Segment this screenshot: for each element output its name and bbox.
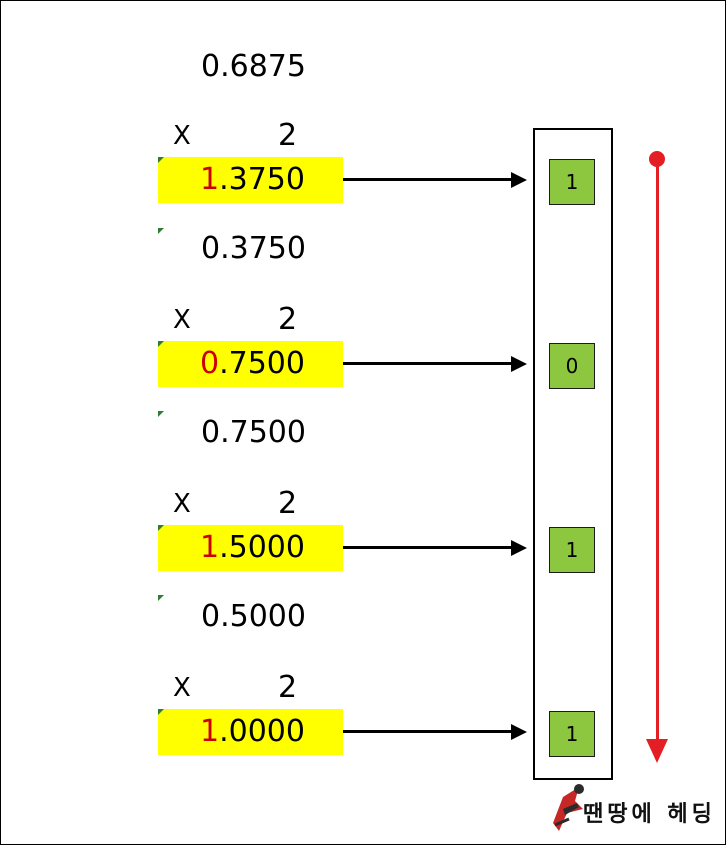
product-value-4: 1.0000 [200,709,305,755]
bit-cell-1: 1 [549,159,595,205]
fraction-part-3: .5000 [219,530,305,565]
product-value-2: 0.7500 [200,341,305,387]
multiply-sign-1: X [173,121,191,151]
cell-corner-marker [158,709,164,715]
product-box-1: 1.3750 [158,157,343,203]
bit-cell-3: 1 [549,527,595,573]
cell-corner-marker [158,228,164,234]
arrow-right-icon [343,546,513,549]
product-box-3: 1.5000 [158,525,343,571]
integer-digit-3: 1 [200,530,220,565]
arrow-right-icon [343,730,513,733]
product-box-2: 0.7500 [158,341,343,387]
arrow-right-icon [511,540,527,556]
product-value-3: 1.5000 [200,525,305,571]
fraction-part-1: .3750 [219,162,305,197]
integer-digit-1: 1 [200,162,220,197]
fraction-value-1: 0.6875 [201,49,306,84]
watermark: 땐땅에 헤딩 [549,779,719,835]
read-start-dot [649,151,665,167]
cell-corner-marker [158,411,164,417]
bit-cell-2: 0 [549,343,595,389]
arrow-right-icon [511,356,527,372]
arrow-right-icon [511,172,527,188]
integer-digit-2: 0 [200,346,220,381]
multiplier-1: 2 [278,118,298,153]
multiply-sign-3: X [173,489,191,519]
multiply-sign-2: X [173,305,191,335]
arrow-right-icon [511,724,527,740]
multiplier-3: 2 [278,486,298,521]
watermark-text: 땐땅에 헤딩 [583,802,716,827]
cell-corner-marker [158,595,164,601]
product-box-4: 1.0000 [158,709,343,755]
binary-digit-column: 1 0 1 1 [533,128,613,780]
integer-digit-4: 1 [200,714,220,749]
product-value-1: 1.3750 [200,157,305,203]
arrow-right-icon [343,362,513,365]
bit-cell-4: 1 [549,711,595,757]
fraction-value-3: 0.7500 [201,415,306,450]
fraction-part-2: .7500 [219,346,305,381]
cell-corner-marker [158,157,164,163]
cell-corner-marker [158,525,164,531]
multiplier-2: 2 [278,302,298,337]
fraction-value-2: 0.3750 [201,231,306,266]
fraction-value-4: 0.5000 [201,599,306,634]
arrow-down-icon [646,739,668,763]
arrow-down-icon [656,161,659,741]
multiplier-4: 2 [278,670,298,705]
arrow-right-icon [343,178,513,181]
fraction-part-4: .0000 [219,714,305,749]
superhero-icon [553,784,584,831]
cell-corner-marker [158,341,164,347]
multiply-sign-4: X [173,673,191,703]
